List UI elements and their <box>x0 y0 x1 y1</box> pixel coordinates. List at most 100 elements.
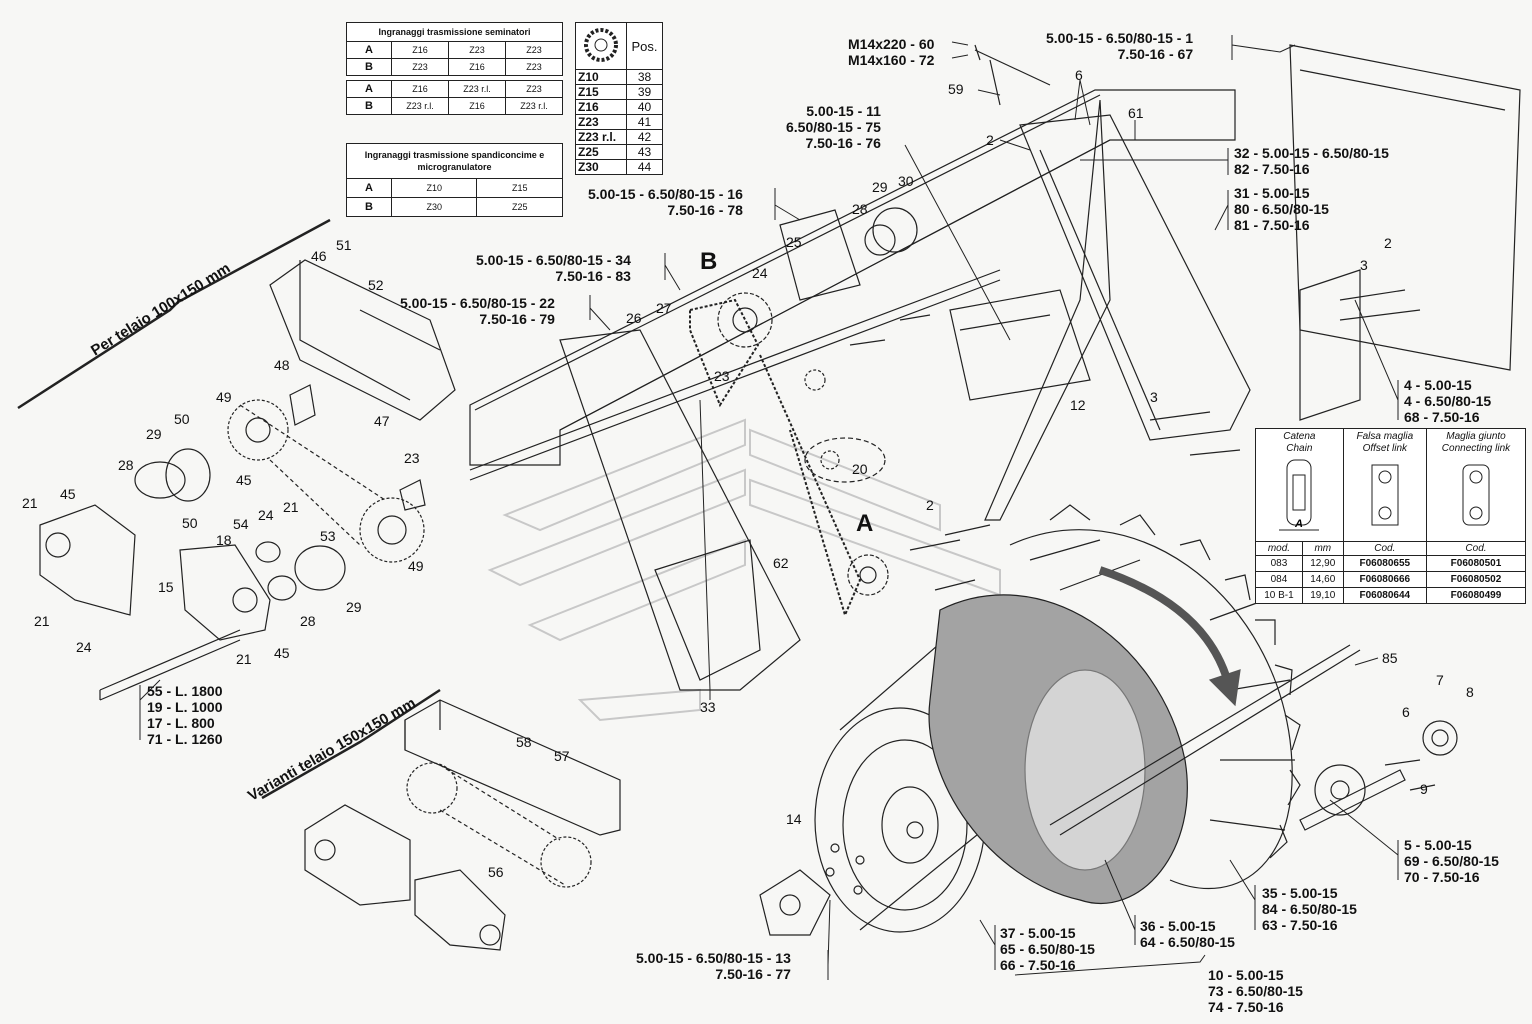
part-number: 27 <box>656 300 672 316</box>
gear-49-bottom <box>359 497 425 563</box>
part-number: 54 <box>233 516 249 532</box>
plate-45-center <box>179 544 271 641</box>
part-number: 33 <box>700 699 716 715</box>
upright-plate <box>1019 114 1251 441</box>
part-number: 24 <box>76 639 92 655</box>
marker-b: B <box>700 248 718 275</box>
part-number: 21 <box>283 499 299 515</box>
pos-header: Pos. <box>626 22 663 70</box>
gear-49-top <box>227 399 289 461</box>
part-number: 48 <box>274 357 290 373</box>
table-row: A Z10 Z15 <box>346 178 563 198</box>
part-number: 61 <box>1128 105 1144 121</box>
part-number: 2 <box>1384 235 1392 251</box>
seed-gears-table: Ingranaggi trasmissione seminatori A Z16… <box>346 22 564 115</box>
part-number: 62 <box>773 555 789 571</box>
part-number: 59 <box>948 81 964 97</box>
part-number: 29 <box>346 599 362 615</box>
part-number: 50 <box>174 411 190 427</box>
sprocket-icon <box>575 22 627 70</box>
connecting-link-icon <box>1462 464 1490 526</box>
part-number: 45 <box>236 472 252 488</box>
right-arm <box>1289 44 1521 371</box>
part-number: 12 <box>1070 397 1086 413</box>
tyre <box>1009 529 1293 890</box>
plate-45-left <box>39 504 136 616</box>
fert-gears-header: Ingranaggi trasmissione spandiconcime e … <box>346 143 563 179</box>
chain-guard <box>269 259 456 421</box>
part-number: 23 <box>404 450 420 466</box>
bolts <box>849 44 1436 791</box>
part-number: 24 <box>258 507 274 523</box>
part-number: 20 <box>852 461 868 477</box>
part-number: 25 <box>786 234 802 250</box>
offset-link-header: Falsa maglia Offset link <box>1342 428 1427 542</box>
part-number: 28 <box>118 457 134 473</box>
sprocket-b <box>717 292 773 348</box>
table-row: B Z23 Z16 Z23 <box>346 58 564 76</box>
part-number: 21 <box>34 613 50 629</box>
part-number: 21 <box>236 651 252 667</box>
table-row: B Z30 Z25 <box>346 197 563 217</box>
part-number: 30 <box>898 173 914 189</box>
table-row: B Z23 r.l. Z16 Z23 r.l. <box>346 97 564 115</box>
part-number: 23 <box>714 368 730 384</box>
part-number: 6 <box>1075 67 1083 83</box>
part-number: 47 <box>374 413 390 429</box>
part-number: 14 <box>786 811 802 827</box>
part-number: 85 <box>1382 650 1398 666</box>
part-number: 45 <box>274 645 290 661</box>
part-number: 51 <box>336 237 352 253</box>
shaft-55 <box>99 629 241 701</box>
chain-dim-label: A <box>1294 518 1303 530</box>
part-number: 2 <box>926 497 934 513</box>
axle <box>1059 649 1361 836</box>
sprocket-a <box>847 554 889 596</box>
part-number: 8 <box>1466 684 1474 700</box>
part-number: 6 <box>1402 704 1410 720</box>
seed-gears-header: Ingranaggi trasmissione seminatori <box>346 22 563 42</box>
fert-gears-table: Ingranaggi trasmissione spandiconcime e … <box>346 143 563 217</box>
part-number: 56 <box>488 864 504 880</box>
connecting-link-header: Maglia giunto Connecting link <box>1425 428 1527 542</box>
part-number: 21 <box>22 495 38 511</box>
part-number: 49 <box>408 558 424 574</box>
table-row: Z23 r.l.42 <box>575 129 663 145</box>
part-number: 29 <box>146 426 162 442</box>
part-number: 28 <box>300 613 316 629</box>
part-number: 52 <box>368 277 384 293</box>
part-number: 3 <box>1150 389 1158 405</box>
part-number: 53 <box>320 528 336 544</box>
rotation-arrow <box>1098 566 1234 691</box>
watermark-logo <box>487 418 1001 722</box>
part-number: 24 <box>752 265 768 281</box>
part-number: 45 <box>60 486 76 502</box>
frame-tube-150 <box>404 699 621 836</box>
marker-a: A <box>856 510 874 537</box>
chain-icon: A <box>1279 459 1320 531</box>
